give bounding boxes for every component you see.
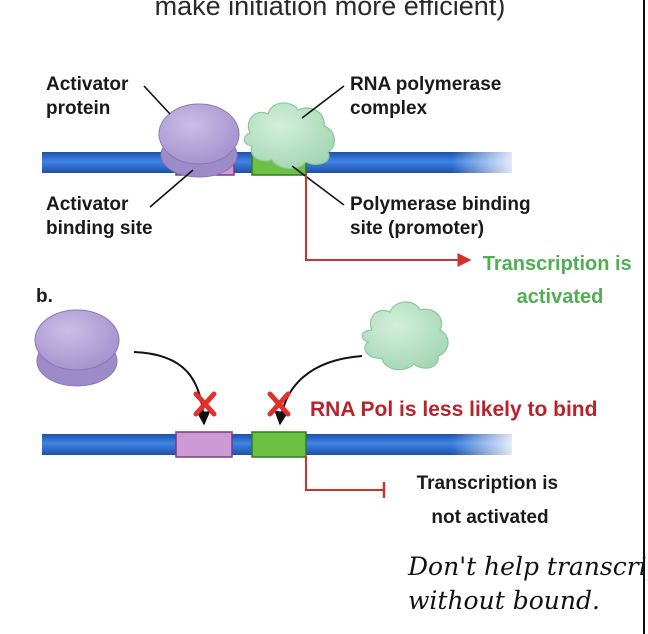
polymerase-approach-arrow (274, 355, 363, 426)
dna-fade-b (452, 432, 522, 457)
transcription-activated-text: Transcription is activated (483, 253, 638, 308)
promoter-leader-line (291, 165, 345, 206)
handwritten-note: Don't help transcription without bound. (407, 552, 648, 615)
rna-polymerase-b (361, 301, 449, 371)
activator-protein-b (34, 309, 120, 387)
blocked-x-right (267, 391, 291, 417)
activator-binding-site-label: Activator binding site (46, 194, 153, 239)
activator-leader-line (143, 85, 171, 115)
top-caption: make initiation more efficient) (155, 0, 506, 21)
rna-polymerase-complex-a (243, 102, 335, 170)
blocked-x-left (193, 391, 217, 417)
transcription-not-activated-text: Transcription is not activated (417, 473, 564, 528)
activator-protein-label: Activator protein (46, 74, 134, 119)
polymerase-leader-line (301, 85, 345, 119)
panel-b-letter: b. (36, 286, 53, 307)
promoter-b (251, 431, 307, 458)
dna-fade-a (452, 150, 522, 175)
binding-site-leader-line (149, 169, 194, 208)
activator-binding-site-b (175, 431, 233, 458)
panel-b: b. RNA Pol is less likely to bind (34, 286, 648, 615)
panel-a: Activator protein RNA polymerase complex… (42, 74, 638, 308)
transcription-arrow-a (305, 173, 472, 267)
rna-pol-less-likely-text: RNA Pol is less likely to bind (310, 398, 597, 421)
promoter-label: Polymerase binding site (promoter) (350, 194, 536, 239)
activator-approach-arrow (133, 351, 211, 426)
rna-polymerase-label: RNA polymerase complex (350, 74, 507, 119)
transcription-blocked-line (305, 456, 384, 491)
activator-protein-a (158, 103, 240, 178)
